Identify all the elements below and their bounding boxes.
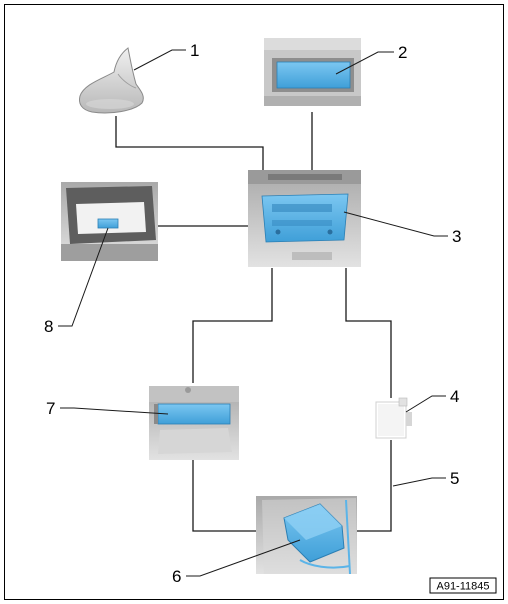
figure-id-box: A91-11845 [429,577,497,594]
connector-module-icon [375,397,412,439]
callout-6: 6 [172,567,181,586]
callout-7: 7 [46,399,55,418]
leader-5 [392,477,446,487]
callout-1: 1 [190,41,199,60]
callout-2: 2 [398,43,407,62]
leader-6 [186,539,301,577]
leader-7 [60,407,169,415]
callout-3: 3 [452,227,461,246]
wire-radio-to-module7 [192,268,273,383]
frame-border [4,4,504,600]
control-unit-box-icon [256,496,357,575]
connection-lines [115,112,392,532]
radio-control-head-icon [248,170,361,267]
wire-connector4-to-unit6 [357,440,392,532]
wire-module7-to-unit6 [192,460,256,532]
roof-antenna-icon [79,47,144,114]
usb-connector-icon [61,182,158,261]
leader-lines [58,49,448,577]
leader-8 [58,227,109,327]
callout-5: 5 [450,469,459,488]
leader-3 [343,211,448,237]
figure-id-label: A91-11845 [436,581,489,593]
callout-8: 8 [44,317,53,336]
leader-4 [405,395,446,413]
module-under-seat-icon [149,386,239,460]
display-unit-icon [264,38,361,106]
leader-2 [335,51,394,75]
wire-antenna-to-radio [115,116,264,170]
wire-radio-to-connector4 [345,268,392,398]
leader-1 [133,49,186,71]
callout-4: 4 [450,387,459,406]
